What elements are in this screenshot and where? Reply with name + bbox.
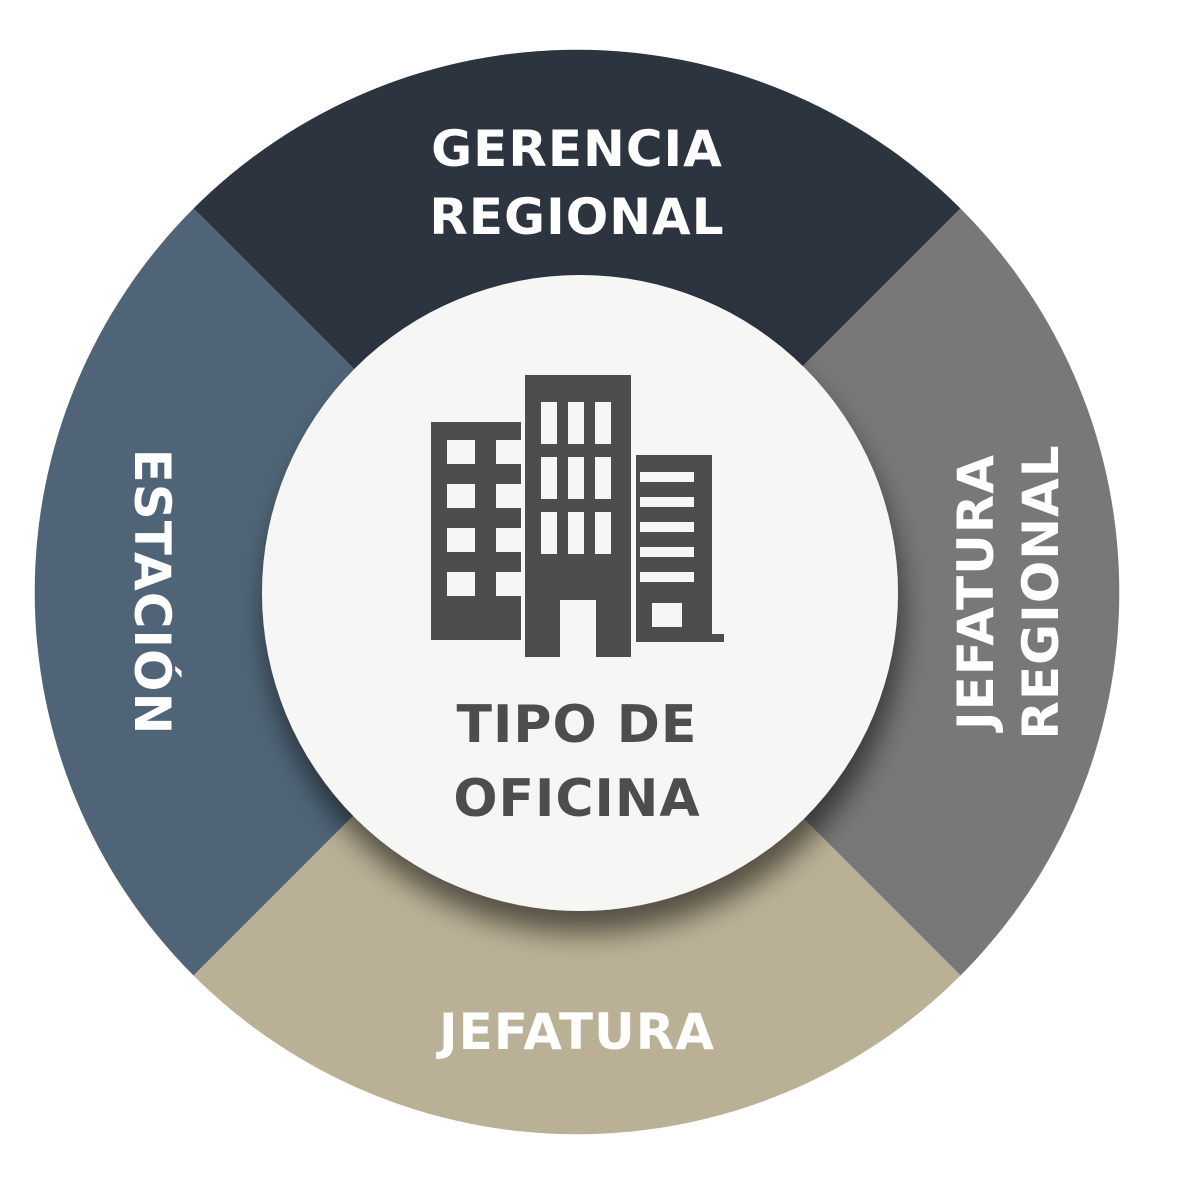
center-title-line2: OFICINA — [453, 769, 700, 829]
segment-label-right-line2: REGIONAL — [1012, 444, 1070, 739]
segment-label-left: ESTACIÓN — [123, 449, 182, 736]
segment-label-right-line1: JEFATURA — [947, 454, 1005, 733]
segment-label-top-line1: GERENCIA — [431, 120, 723, 178]
segment-label-bottom: JEFATURA — [436, 1003, 715, 1061]
segment-label-top-line2: REGIONAL — [429, 188, 724, 246]
office-building-icon — [431, 375, 724, 657]
center-title-line1: TIPO DE — [457, 695, 698, 755]
